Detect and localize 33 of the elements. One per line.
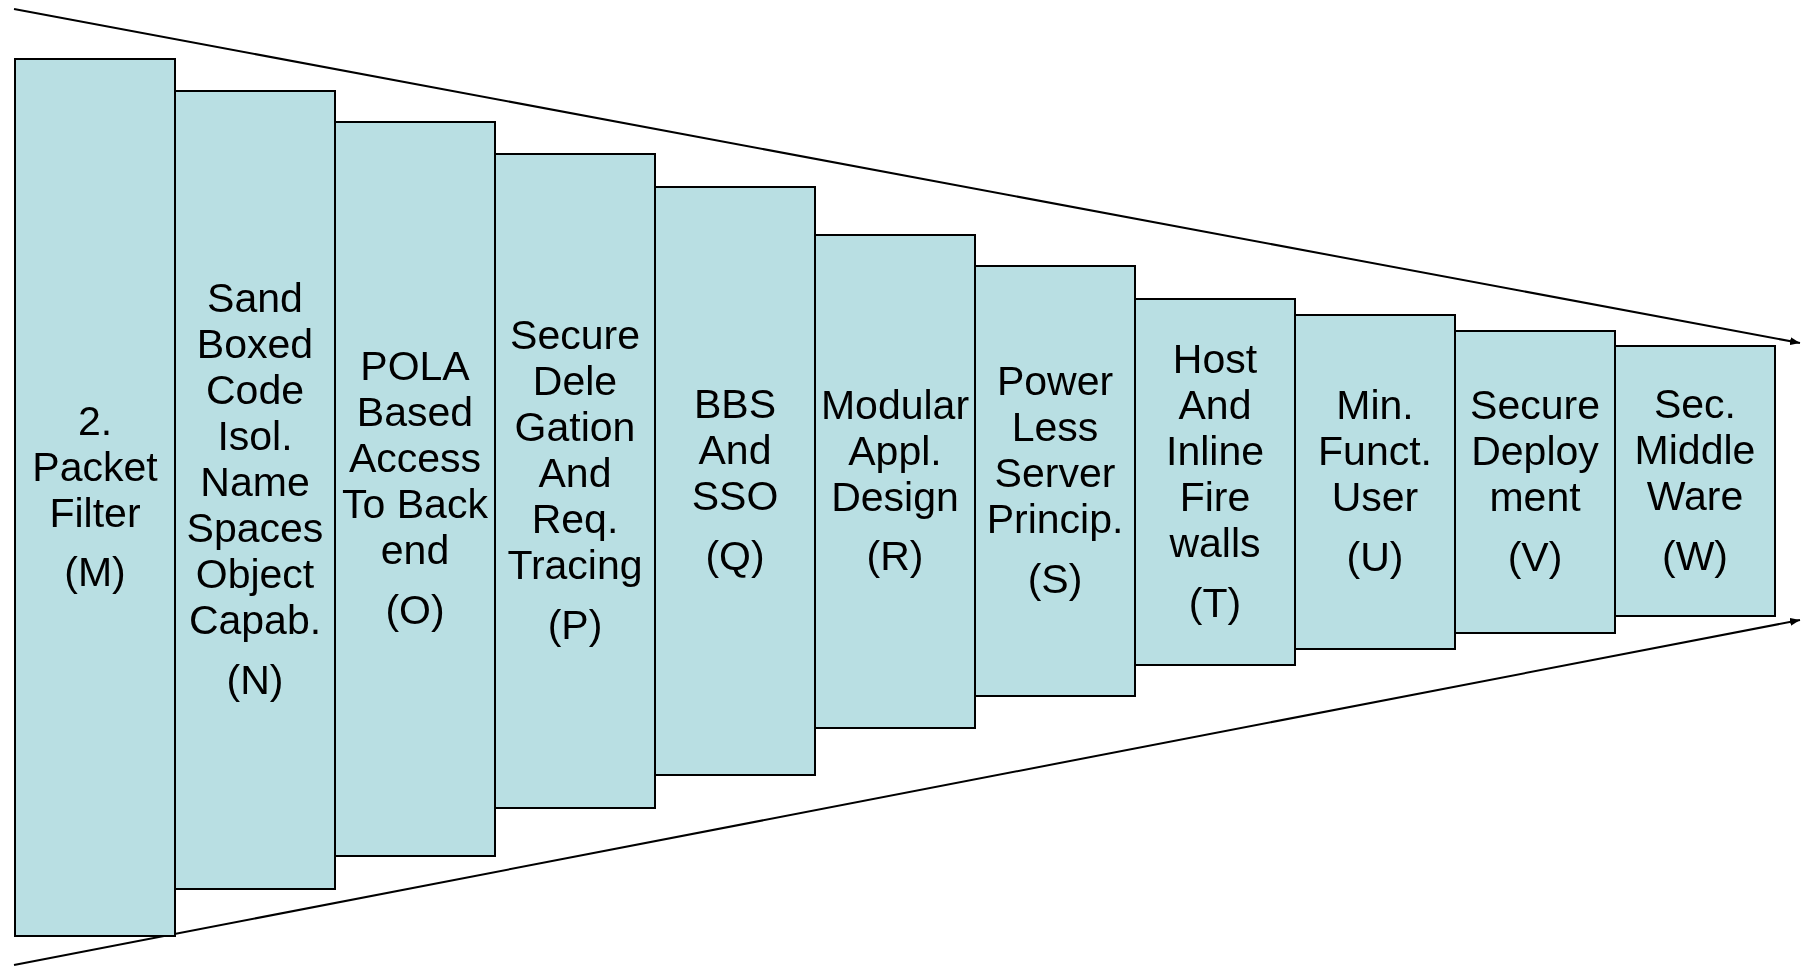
layer-box [654,186,816,776]
layer-code: (Q) [705,533,765,580]
layer-label: Min. Funct. User [1317,383,1433,521]
layer-box [14,58,176,937]
layer-label: BBS And SSO [690,382,780,520]
layer-label: Sand Boxed Code Isol. Name Spaces Object Capab. [185,276,325,644]
layer-label: Secure Dele Gation And Req. Tracing [506,313,644,589]
layer-box [1454,330,1616,634]
layer-code: (V) [1507,534,1563,581]
layer-label: Host And Inline Fire walls [1165,337,1265,567]
layer-box [1294,314,1456,650]
layer-label: POLA Based Access To Back end [341,344,489,574]
layer-code: (P) [547,602,603,649]
layer-box [494,153,656,809]
layer-box [174,90,336,890]
layer-code: (R) [866,534,924,581]
layer-code: (M) [64,550,126,597]
layer-code: (N) [226,657,284,704]
layer-code: (T) [1188,580,1242,627]
layer-label: 2. Packet Filter [31,398,159,537]
layer-label: Sec. Middle Ware [1633,382,1757,520]
layer-box [974,265,1136,697]
layer-label: Power Less Server Princip. [985,359,1125,543]
layer-code: (O) [385,587,445,634]
layer-label: Secure Deploy ment [1469,383,1601,521]
layer-label: Modular Appl. Design [819,382,971,521]
layer-box [334,121,496,857]
layer-box [814,234,976,729]
layer-box [1134,298,1296,666]
layer-code: (U) [1346,534,1404,581]
layer-code: (W) [1662,533,1728,580]
layer-box [1614,345,1776,617]
layer-code: (S) [1027,556,1083,603]
